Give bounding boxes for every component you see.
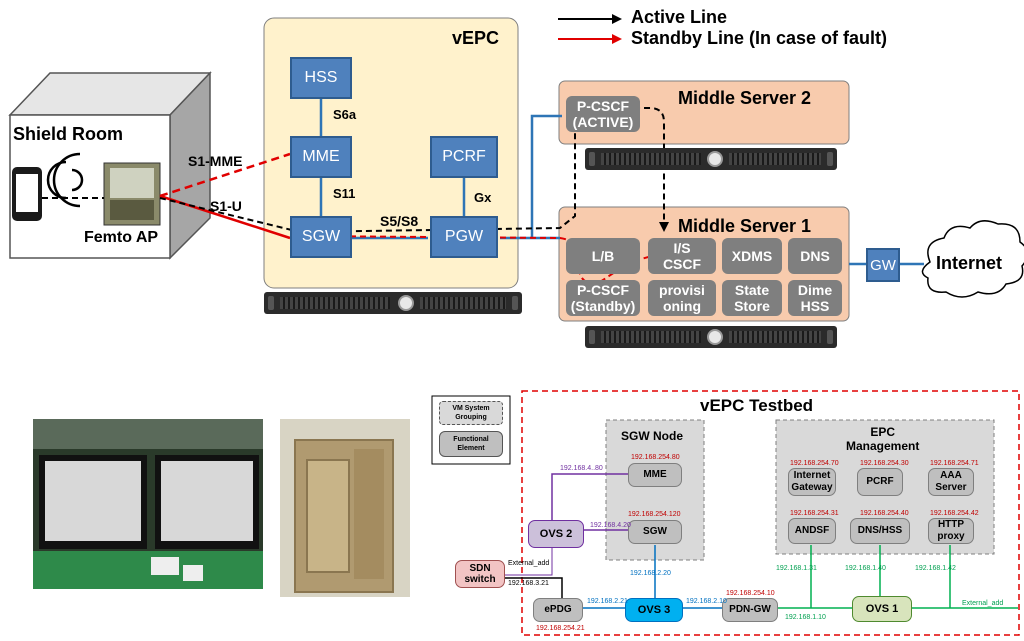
- middle-server-2-title: Middle Server 2: [678, 88, 812, 108]
- s11-label: S11: [333, 186, 356, 201]
- ip-dnshss: 192.168.254.40: [860, 510, 909, 517]
- hss-node[interactable]: HSS: [290, 57, 352, 99]
- internet-cloud-icon: [921, 220, 1024, 298]
- ip-sdn: 192.168.3.21: [508, 580, 549, 587]
- tb-aaa-server-node[interactable]: AAA Server: [928, 468, 974, 496]
- tb-internet-gateway-node[interactable]: Internet Gateway: [788, 468, 836, 496]
- ip-andsf-link: 192.168.1.31: [776, 565, 817, 572]
- s1-u-label: S1-U: [210, 198, 242, 214]
- xdms-node[interactable]: XDMS: [722, 238, 782, 274]
- ip-http: 192.168.254.42: [930, 510, 979, 517]
- mme-node[interactable]: MME: [290, 136, 352, 178]
- server-rack-middle-2: [585, 148, 837, 170]
- ip-ovs2-mme: 192.168.4..80: [560, 465, 603, 472]
- pcscf-standby-node[interactable]: P-CSCF (Standby): [566, 280, 640, 316]
- standby-path: [299, 235, 653, 284]
- tb-pdngw-node[interactable]: PDN-GW: [722, 598, 778, 622]
- vepc-title: vEPC: [452, 28, 500, 48]
- pcrf-node[interactable]: PCRF: [430, 136, 498, 178]
- ip-pcrf: 192.168.254.30: [860, 460, 909, 467]
- tb-pcrf-node[interactable]: PCRF: [857, 468, 903, 496]
- ip-ext-add-2: External_add: [962, 600, 1004, 607]
- phone-icon: [12, 167, 42, 221]
- tb-epdg-node[interactable]: ePDG: [533, 598, 583, 622]
- lab-photo-monitors: [33, 419, 263, 589]
- legend-grouping-box: VM System Grouping: [439, 401, 503, 425]
- state-store-node[interactable]: State Store: [722, 280, 782, 316]
- legend-functional-box: Functional Element: [439, 431, 503, 457]
- provisioning-node[interactable]: provisi oning: [648, 280, 716, 316]
- ip-http-link: 192.168.1.42: [915, 565, 956, 572]
- legend-active-label: Active Line: [631, 7, 728, 27]
- ip-epdg-ovs3: 192.168.2.21: [587, 598, 628, 605]
- sgw-node-title: SGW Node: [621, 429, 683, 443]
- legend-arrows: [558, 14, 622, 44]
- shield-room-label: Shield Room: [13, 124, 124, 144]
- pgw-node[interactable]: PGW: [430, 216, 498, 258]
- tb-sdn-switch-node[interactable]: SDN switch: [455, 560, 505, 588]
- ip-ovs3-pdn: 192.168.2.10: [686, 598, 727, 605]
- tb-http-proxy-node[interactable]: HTTP proxy: [928, 518, 974, 544]
- testbed-title: vEPC Testbed: [700, 396, 814, 415]
- legend-standby-label: Standby Line (In case of fault): [631, 28, 888, 48]
- pcscf-active-node[interactable]: P-CSCF (ACTIVE): [566, 96, 640, 132]
- tb-ovs3-node[interactable]: OVS 3: [625, 598, 683, 622]
- ip-sgw-ovs3: 192.168.2.20: [630, 570, 671, 577]
- is-cscf-node[interactable]: I/S CSCF: [648, 238, 716, 274]
- femto-ap-label: Femto AP: [84, 229, 159, 246]
- tb-andsf-node[interactable]: ANDSF: [788, 518, 836, 544]
- tb-mme-node[interactable]: MME: [628, 463, 682, 487]
- s6a-label: S6a: [333, 107, 357, 122]
- middle-server-1-title: Middle Server 1: [678, 216, 812, 236]
- ip-inetgw: 192.168.254.70: [790, 460, 839, 467]
- ip-mme: 192.168.254.80: [631, 454, 680, 461]
- wireless-signal-icon: [46, 152, 84, 208]
- tb-ovs1-node[interactable]: OVS 1: [852, 596, 912, 622]
- dime-hss-node[interactable]: Dime HSS: [788, 280, 842, 316]
- ip-sgw: 192.168.254.120: [628, 511, 681, 518]
- ip-ovs2-sgw: 192.168.4.20: [590, 522, 631, 529]
- gx-label: Gx: [474, 190, 492, 205]
- tb-sgw-node[interactable]: SGW: [628, 520, 682, 544]
- gw-node[interactable]: GW: [866, 248, 900, 282]
- ip-aaa: 192.168.254.71: [930, 460, 979, 467]
- server-rack-vepc: [264, 292, 522, 314]
- testbed-links: [505, 473, 1018, 609]
- testbed-border: [521, 390, 1020, 636]
- tb-dnshss-node[interactable]: DNS/HSS: [850, 518, 910, 544]
- ip-pdn: 192.168.254.10: [726, 590, 775, 597]
- s1-mme-label: S1-MME: [188, 153, 243, 169]
- ip-andsf: 192.168.254.31: [790, 510, 839, 517]
- lab-photo-shield-room: [280, 419, 410, 597]
- ip-dnshss-link: 192.168.1.40: [845, 565, 886, 572]
- s5s8-label: S5/S8: [380, 213, 419, 229]
- epc-mgmt-title: EPC Management: [846, 425, 920, 453]
- tb-ovs2-node[interactable]: OVS 2: [528, 520, 584, 548]
- ip-pdn-ovs1: 192.168.1.10: [785, 614, 826, 621]
- server-rack-middle-1: [585, 326, 837, 348]
- internet-label: Internet: [936, 253, 1003, 273]
- ip-epdg: 192.168.254.21: [536, 625, 585, 632]
- lb-node[interactable]: L/B: [566, 238, 640, 274]
- dns-node[interactable]: DNS: [788, 238, 842, 274]
- femto-ap-icon: [103, 162, 161, 226]
- sgw-node[interactable]: SGW: [290, 216, 352, 258]
- ip-ext-add-1: External_add: [508, 560, 550, 567]
